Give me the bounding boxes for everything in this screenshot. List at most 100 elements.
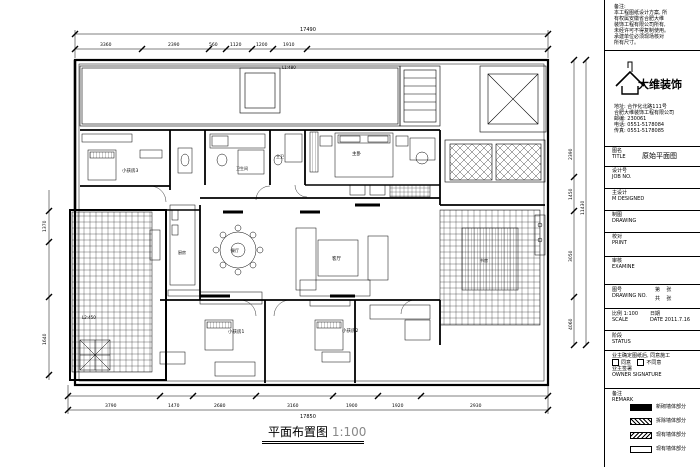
divider [604, 388, 700, 389]
room-child2: 小孩房2 [342, 327, 358, 334]
note-line: 所有尺寸。 [614, 40, 640, 46]
note-line: 未经许可不得复制使用。 [614, 28, 670, 34]
upper-partitions [80, 129, 545, 206]
caption-underline [262, 441, 364, 442]
bottom-dimensions [64, 385, 552, 414]
window-markers [200, 203, 380, 298]
top-right-skylights [444, 65, 547, 183]
room-child3: 小孩房3 [122, 167, 138, 174]
room-master: 主卧 [352, 150, 361, 157]
dimension-label: 2390 [168, 42, 180, 48]
dimension-label: 1470 [168, 403, 180, 409]
sheet-total: 共 张 [655, 296, 672, 302]
note-line: 装饰工程有限公司所有, [614, 22, 666, 28]
child-room-3-furniture [81, 133, 163, 181]
divider [604, 232, 700, 233]
company-logo: 大维装饰 [612, 60, 698, 100]
dimension-label: 2680 [214, 403, 226, 409]
legend-label: 现有墙体部分 [656, 446, 687, 452]
dimension-label: 2930 [470, 403, 482, 409]
logo-house-icon [615, 61, 645, 95]
left-lower-balcony [71, 211, 161, 373]
divider [604, 284, 700, 285]
agree-checkbox[interactable] [612, 359, 619, 366]
legend-swatch [630, 418, 652, 425]
dimension-label: 1370 [42, 220, 48, 232]
top-dimensions [71, 30, 552, 58]
sheet-number: 第 张 [655, 287, 672, 293]
dimension-label: 11430 [580, 201, 586, 215]
divider [604, 166, 700, 167]
caption-title: 平面布置图 [268, 425, 329, 439]
approval-block: 业主确定图纸后, 同意施工 同意 不同意 业主签署 OWNER SIGNATUR… [612, 353, 671, 378]
bottom-total-dim: 17850 [300, 414, 316, 420]
address-line: 地址: 合作化北路111号 [614, 104, 667, 110]
field-value-0: 原始平面图 [642, 152, 677, 160]
room-bath-a: 卫生间 [236, 165, 248, 171]
dining-furniture [199, 224, 264, 305]
dimension-label: 1200 [256, 42, 268, 48]
room-living: 客厅 [332, 255, 341, 262]
kitchen-furniture [80, 204, 201, 300]
dimension-label: 1910 [283, 42, 295, 48]
divider [604, 146, 700, 147]
legend-label: 新砌墙体部分 [656, 404, 687, 410]
room-child1: 小孩房1 [228, 328, 244, 335]
room-dining: 餐厅 [231, 247, 239, 253]
room-kitchen: 厨房 [178, 249, 186, 255]
dimension-label: 4060 [568, 318, 574, 330]
divider [604, 188, 700, 189]
divider [604, 350, 700, 351]
label-l2: L2:450 [82, 315, 96, 320]
legend-swatch [630, 404, 652, 411]
address-line: 邮编: 230061 [614, 116, 647, 122]
note-line: 本工程图纸设计方案, 所 [614, 10, 668, 16]
top-balcony [79, 65, 441, 127]
divider [604, 256, 700, 257]
bottom-bedrooms [159, 299, 441, 383]
label-l1: L1:480 [282, 65, 296, 70]
note-line: 备注: [614, 4, 626, 10]
door-arcs [149, 184, 416, 317]
top-total-dim: 17490 [300, 27, 316, 33]
notes-block: 备注:本工程图纸设计方案, 所有权属安徽省合肥大维装饰工程有限公司所有,未经许可… [614, 4, 698, 46]
caption-scale: 1:100 [331, 425, 367, 439]
dimension-label: 1450 [568, 188, 574, 200]
legend-label: 拆除墙体部分 [656, 418, 687, 424]
room-study: 书房 [480, 257, 488, 263]
note-line: 承建单位必须现场核对 [614, 34, 665, 40]
title-block [604, 0, 700, 467]
left-dimensions [45, 190, 53, 380]
dimension-label: 1920 [392, 403, 404, 409]
legend-label: 现有墙体部分 [656, 432, 687, 438]
address-line: 电话: 0551-5178084 [614, 122, 665, 128]
dimension-label: 3790 [105, 403, 117, 409]
dimension-label: 3160 [287, 403, 299, 409]
living-furniture [295, 227, 389, 307]
divider [604, 50, 700, 51]
legend-swatch [630, 432, 652, 439]
divider [604, 210, 700, 211]
divider [604, 330, 700, 331]
right-dimensions [570, 56, 590, 349]
dimension-label: 2390 [568, 148, 574, 160]
right-tiled-room [439, 209, 546, 326]
disagree-checkbox[interactable] [637, 359, 645, 366]
logo-text: 大维装饰 [638, 78, 682, 91]
divider [604, 308, 700, 309]
